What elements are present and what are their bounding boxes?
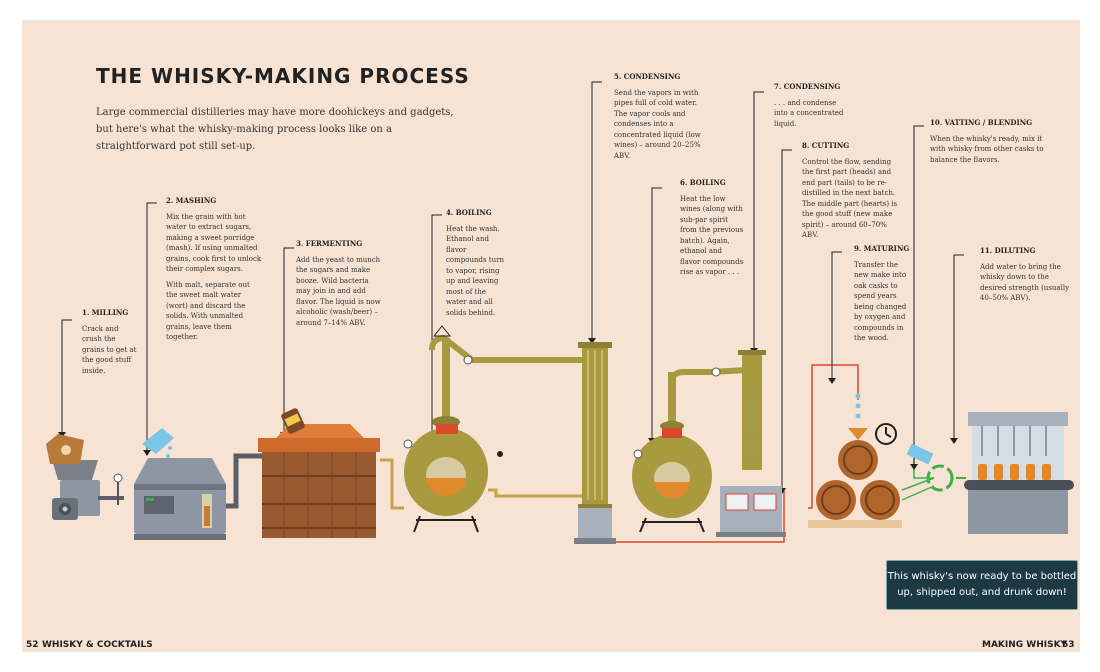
condenser-2 [738,350,766,470]
step-heading: 6. BOILING [680,178,726,187]
step-text: Heat the low wines (along with sub-par s… [680,194,744,277]
step-condensing-second: 7. CONDENSING . . . and condense into a … [774,82,852,134]
step-heading: 8. CUTTING [802,141,850,150]
step-text: Heat the wash. Ethanol and flavor compou… [446,224,504,317]
step-text: . . . and condense into a concentrated l… [774,98,844,128]
red-feed-line [808,364,859,509]
step-heading: 7. CONDENSING [774,82,841,91]
step-text: Transfer the new make into oak casks to … [854,260,907,343]
spirit-safe [716,486,786,537]
step-heading: 1. MILLING [82,308,129,317]
step-vatting-blending: 10. VATTING / BLENDING When the whisky's… [930,118,1046,170]
grain-sack-icon [46,434,84,464]
step-text: Add the yeast to munch the sugars and ma… [296,255,381,327]
step-cutting: 8. CUTTING Control the flow, sending the… [802,141,902,246]
step-heading: 9. MATURING [854,244,910,253]
step-text: Send the vapors in with pipes full of co… [614,88,701,160]
grain-mill [52,460,124,520]
water-drop-icon [855,393,861,419]
step-maturing: 9. MATURING Transfer the new make into o… [854,244,912,349]
step-text: Crack and crush the grains to get at the… [82,324,137,375]
clock-icon [875,423,897,445]
step-heading: 10. VATTING / BLENDING [930,118,1033,127]
oak-casks [808,428,902,528]
callout-text: This whisky's now ready to be bottled up… [887,571,1077,598]
water-jug-icon [142,428,174,458]
step-heading: 3. FERMENTING [296,239,363,248]
spread: THE WHISKY-MAKING PROCESS Large commerci… [22,20,1080,652]
step-heading: 5. CONDENSING [614,72,681,81]
step-milling: 1. MILLING Crack and crush the grains to… [82,308,140,381]
step-text: Add water to bring the whisky down to th… [980,262,1070,303]
step-text: Control the flow, sending the first part… [802,157,898,240]
spirit-still [632,367,747,533]
step-boiling-second: 6. BOILING Heat the low wines (along wit… [680,178,744,283]
vatting-blending-icon [906,443,954,492]
step-text: With malt, separate out the sweet malt w… [166,280,250,342]
bottling-line [964,412,1074,534]
pressure-gauge-icon [463,355,721,377]
condenser-1 [574,342,616,544]
running-title-right: MAKING WHISKY [982,640,1068,650]
wash-still [403,325,608,533]
step-heading: 4. BOILING [446,208,492,217]
green-flow-line [901,485,935,501]
yeast-jar-icon [281,408,305,434]
intro-text: Large commercial distilleries may have m… [96,107,454,152]
step-diluting: 11. DILUTING Add water to bring the whis… [980,246,1074,309]
washback-fermenter [258,424,380,538]
running-title-left: WHISKY & COCKTAILS [42,640,153,650]
process-illustration [46,81,1074,544]
step-mashing: 2. MASHING Mix the grain with hot water … [166,196,262,348]
step-condensing: 5. CONDENSING Send the vapors in with pi… [614,72,708,166]
bottling-callout: This whisky's now ready to be bottled up… [886,560,1078,610]
step-text: Mix the grain with hot water to extract … [166,212,262,274]
pointer-lines [61,81,964,488]
step-heading: 11. DILUTING [980,246,1036,255]
step-text: When the whisky's ready, mix it with whi… [930,134,1044,164]
mash-tun [113,458,226,540]
step-fermenting: 3. FERMENTING Add the yeast to munch the… [296,239,384,333]
page-title: THE WHISKY-MAKING PROCESS [96,64,470,88]
page-number-left: 52 [26,640,39,650]
step-boiling: 4. BOILING Heat the wash. Ethanol and fl… [446,208,508,323]
step-heading: 2. MASHING [166,196,217,205]
page-number-right: 53 [1062,640,1075,650]
